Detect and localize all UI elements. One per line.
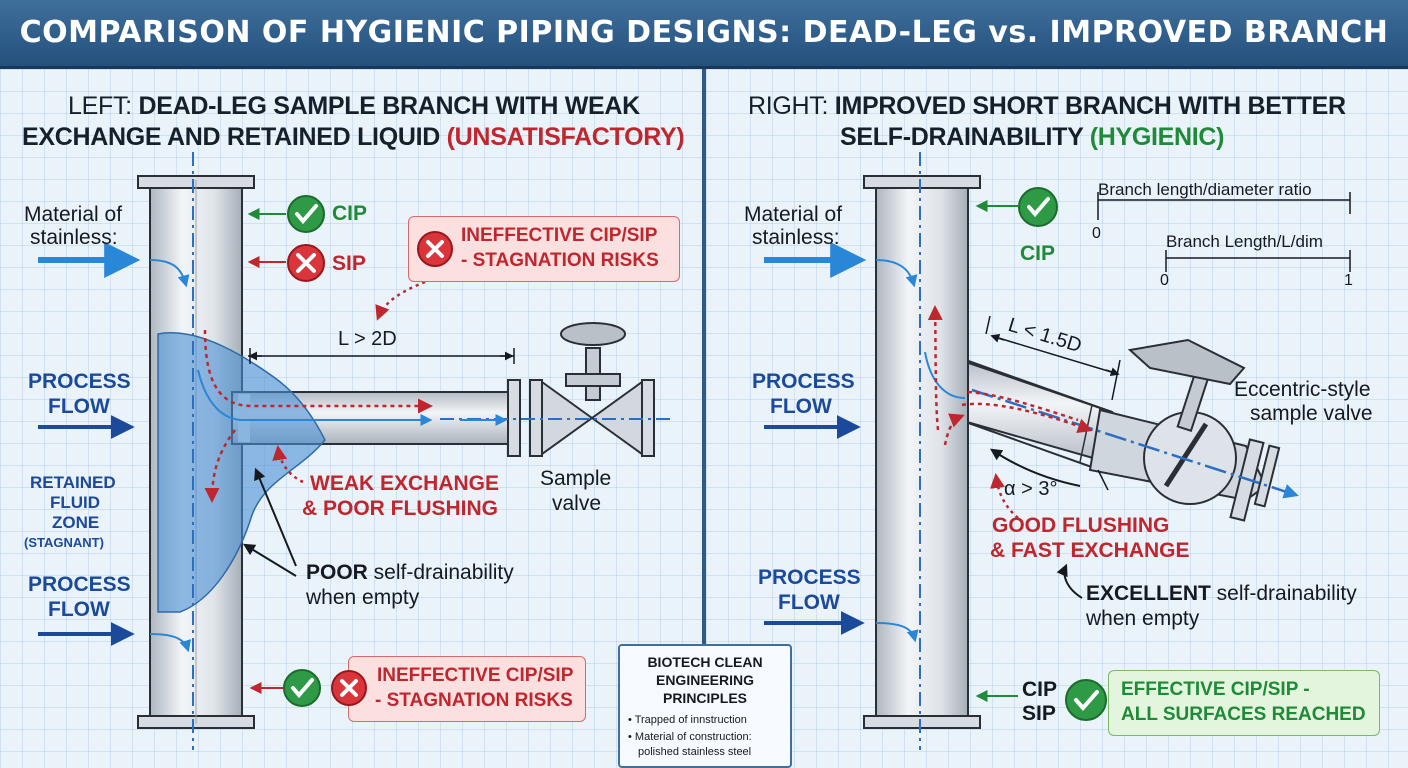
left-top-callout: INEFFECTIVE CIP/SIP - STAGNATION RISKS <box>408 216 680 282</box>
left-dimension-label: L > 2D <box>338 328 397 350</box>
scale2-start: 0 <box>1160 272 1169 289</box>
left-process-flow-2a: PROCESS <box>28 573 131 596</box>
right-sip-bottom: SIP <box>1022 702 1056 725</box>
left-cip-label: CIP <box>332 202 368 225</box>
right-flow-arrows <box>764 242 1093 643</box>
left-drainability-1: POOR self-drainability <box>306 561 514 584</box>
scale2-end: 1 <box>1344 272 1353 289</box>
principles-title-2: ENGINEERING <box>655 672 754 688</box>
x-icon-bottom <box>331 670 367 706</box>
scale2-label: Branch Length/L/dim <box>1166 232 1323 251</box>
left-retained-4: (STAGNANT) <box>24 535 104 550</box>
left-check-icon <box>287 195 325 233</box>
right-bottom-callout: EFFECTIVE CIP/SIP - ALL SURFACES REACHED <box>1108 670 1380 736</box>
right-eccentric-1: Eccentric-style <box>1234 378 1371 401</box>
principles-bullet-1: • Trapped of innstruction <box>628 714 747 726</box>
right-heading-line2: SELF-DRAINABILITY (HYGIENIC) <box>840 123 1225 151</box>
right-process-flow-1b: FLOW <box>770 395 832 418</box>
right-cip-bottom: CIP <box>1022 678 1058 701</box>
right-pipe-assembly <box>863 152 1299 750</box>
right-process-flow-1a: PROCESS <box>752 370 855 393</box>
right-good-flushing-1: GOOD FLUSHING <box>992 514 1170 537</box>
left-weak-exchange-2: & POOR FLUSHING <box>302 497 499 520</box>
right-process-flow-2b: FLOW <box>778 591 840 614</box>
left-heading-line2: EXCHANGE AND RETAINED LIQUID (UNSATISFAC… <box>22 123 685 151</box>
scale1-label: Branch length/diameter ratio <box>1098 180 1312 199</box>
left-sample-valve-1: Sample <box>540 467 612 490</box>
page-title: COMPARISON OF HYGIENIC PIPING DESIGNS: D… <box>19 15 1389 50</box>
left-retained-2: FLUID <box>50 493 101 512</box>
right-eccentric-2: sample valve <box>1250 402 1373 425</box>
principles-box: BIOTECH CLEAN ENGINEERING PRINCIPLES • T… <box>618 644 792 768</box>
right-bottom-callout-text-2: ALL SURFACES REACHED <box>1121 704 1366 725</box>
right-material-label-2: stainless: <box>752 226 840 249</box>
right-good-flushing-2: & FAST EXCHANGE <box>990 539 1190 562</box>
scale1-start: 0 <box>1092 225 1101 242</box>
right-cip-label: CIP <box>1020 242 1056 265</box>
left-top-callout-text-1: INEFFECTIVE CIP/SIP <box>461 225 658 246</box>
left-material-label-2: stainless: <box>30 226 118 249</box>
left-process-flow-2b: FLOW <box>48 598 110 621</box>
left-weak-exchange-1: WEAK EXCHANGE <box>310 472 500 495</box>
left-bottom-callout-text-1: INEFFECTIVE CIP/SIP <box>377 665 574 686</box>
left-material-label: Material of <box>24 203 123 226</box>
right-drainability-2: when empty <box>1086 607 1200 630</box>
principles-title-1: BIOTECH CLEAN <box>647 654 763 670</box>
left-drainability-2: when empty <box>306 586 420 609</box>
left-process-flow-1b: FLOW <box>48 395 110 418</box>
left-retained-1: RETAINED <box>30 473 116 492</box>
right-pointers <box>975 192 1351 702</box>
principles-bullet-2: • Material of construction: <box>628 731 752 743</box>
right-bottom-callout-text-1: EFFECTIVE CIP/SIP - <box>1121 679 1310 700</box>
right-process-flow-2a: PROCESS <box>758 566 861 589</box>
right-material-label: Material of <box>744 203 843 226</box>
left-flow-arrows <box>38 242 508 653</box>
x-icon <box>417 231 453 267</box>
right-check-icon <box>1018 187 1058 227</box>
title-bar <box>0 0 1408 69</box>
left-top-callout-text-2: - STAGNATION RISKS <box>461 250 659 271</box>
right-bottom-check-icon <box>1065 679 1107 721</box>
left-bottom-callout: INEFFECTIVE CIP/SIP - STAGNATION RISKS <box>348 656 586 722</box>
right-heading-line1: RIGHT: IMPROVED SHORT BRANCH WITH BETTER <box>748 92 1346 120</box>
principles-bullet-2b: polished stainless steel <box>638 746 752 758</box>
right-drainability-1: EXCELLENT self-drainability <box>1086 582 1357 605</box>
left-process-flow-1a: PROCESS <box>28 370 131 393</box>
left-x-icon <box>287 244 325 282</box>
left-pipe-assembly <box>137 152 670 750</box>
left-pointers <box>242 208 515 694</box>
left-bottom-callout-text-2: - STAGNATION RISKS <box>375 690 573 711</box>
left-bottom-check-icon <box>283 669 321 707</box>
left-heading-line1: LEFT: DEAD-LEG SAMPLE BRANCH WITH WEAK <box>68 92 640 120</box>
left-sip-label: SIP <box>332 252 366 275</box>
right-angle-label: α > 3° <box>1004 478 1058 500</box>
left-retained-3: ZONE <box>52 513 100 532</box>
left-sample-valve-2: valve <box>552 492 602 515</box>
principles-title-3: PRINCIPLES <box>662 690 747 706</box>
panel-divider <box>702 69 706 768</box>
